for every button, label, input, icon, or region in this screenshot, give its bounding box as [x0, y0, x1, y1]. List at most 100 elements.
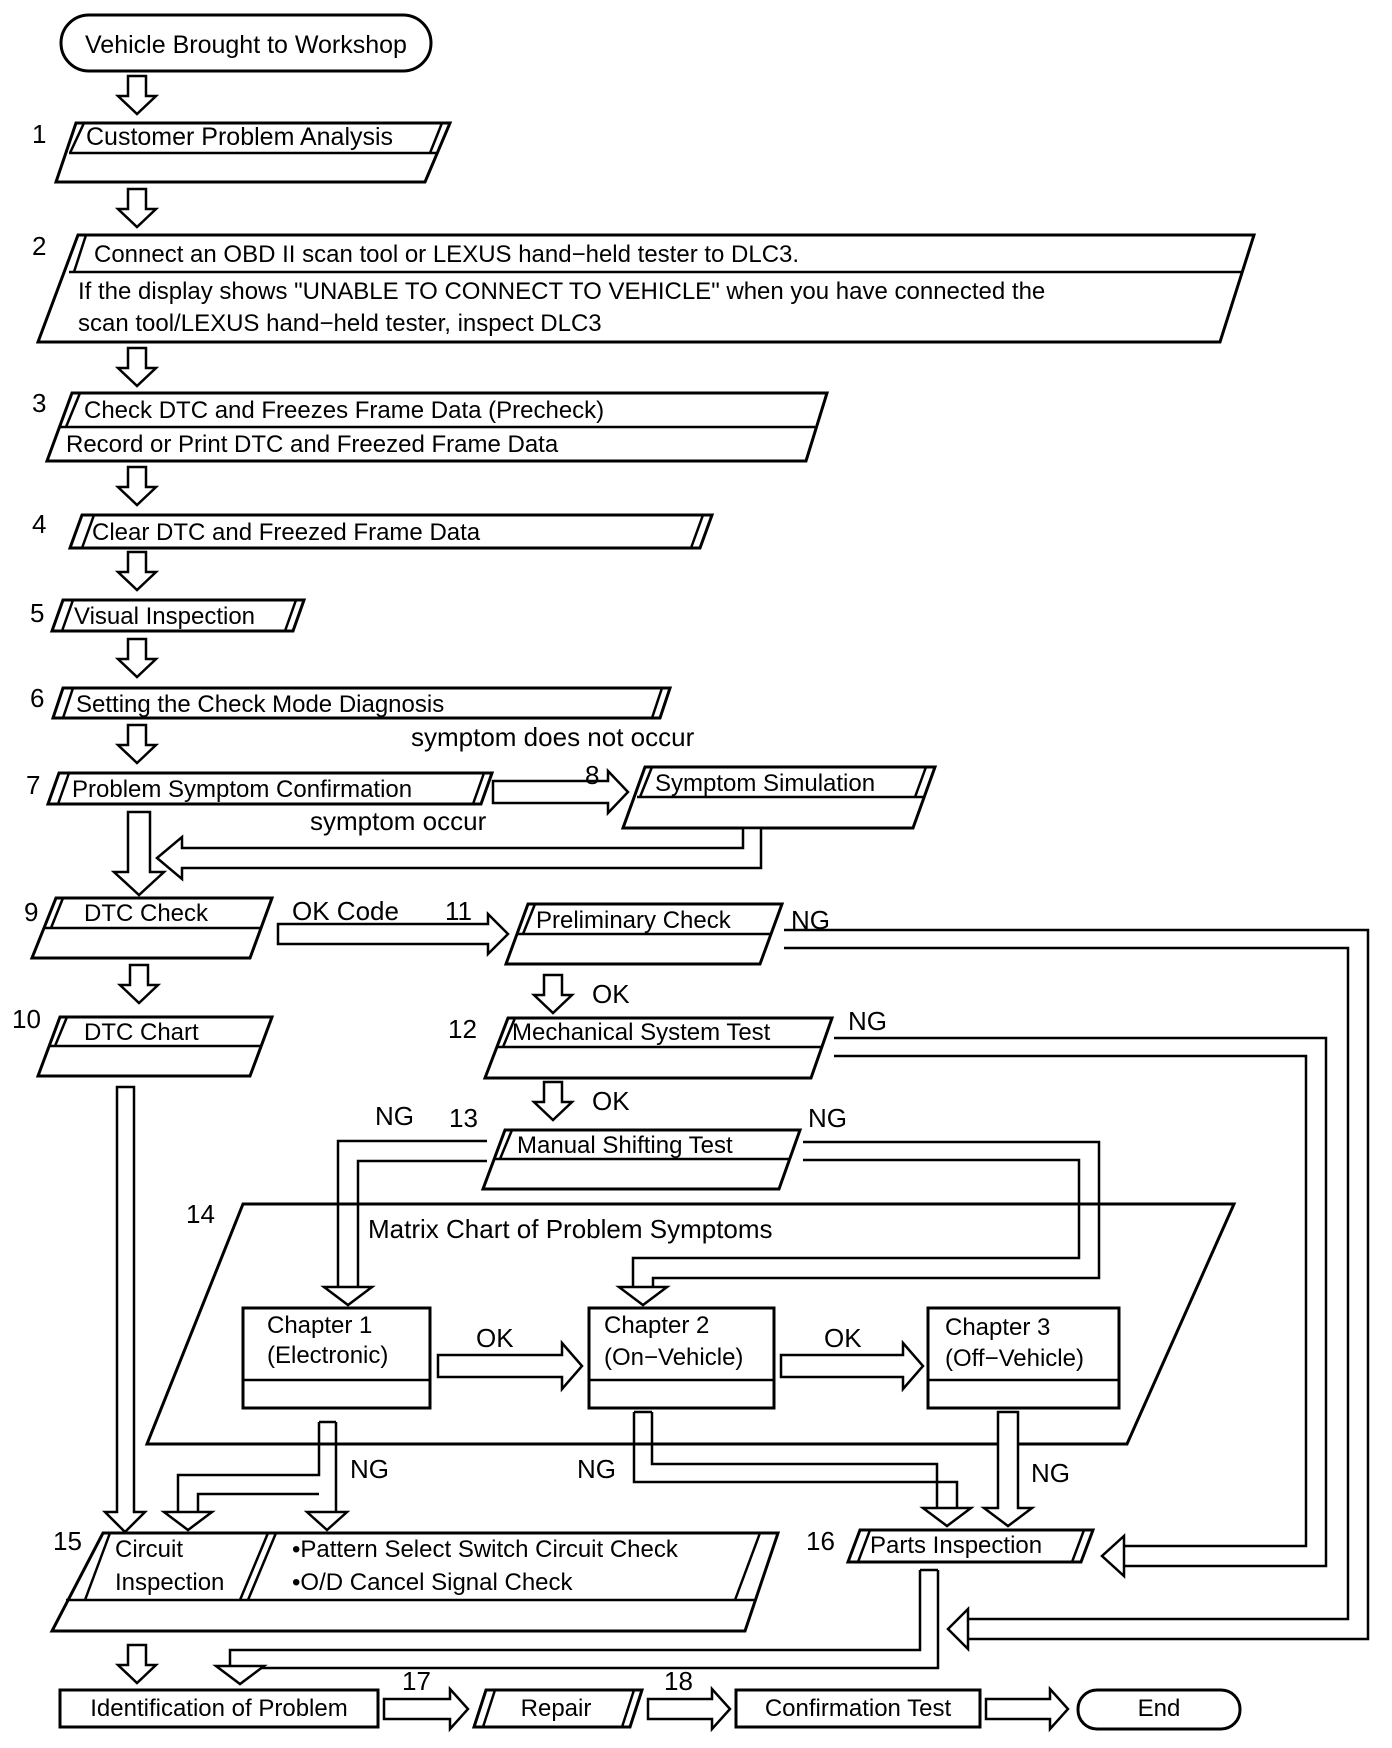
ok-arrow-ch2-to-ch3: [779, 1339, 925, 1393]
ng-pipe-11-outer: [784, 928, 1370, 1641]
ng-pipe-ch2-inner: [650, 1412, 939, 1508]
step-12-label: Mechanical System Test: [512, 1019, 771, 1046]
flow-arrow-9-to-11: [276, 910, 510, 958]
start-terminal: Vehicle Brought to Workshop: [59, 13, 433, 73]
step-4-label: Clear DTC and Freezed Frame Data: [92, 519, 481, 546]
step-13-box: Manual Shifting Test: [480, 1128, 803, 1191]
step-2-number: 2: [32, 231, 46, 261]
step-11-box: Preliminary Check: [503, 902, 785, 966]
flow-arrow-15-to-identification: [116, 1643, 158, 1685]
step-2-line3: scan tool/LEXUS hand−held tester, inspec…: [78, 310, 602, 337]
ok-code-label: OK Code: [292, 896, 399, 926]
ng-arrow-ch1-to-15: [160, 1510, 216, 1532]
step-6-number: 6: [30, 683, 44, 713]
step-14-number: 14: [186, 1199, 215, 1229]
flow-arrow-17: [382, 1685, 470, 1733]
flow-arrow: [116, 465, 158, 507]
step-9-label: DTC Check: [84, 900, 209, 927]
flow-arrow-7-to-8: [491, 767, 630, 817]
flow-arrow: [116, 187, 158, 229]
step-10-label: DTC Chart: [84, 1019, 199, 1046]
ng-label-12: NG: [848, 1006, 887, 1036]
step-17-number: 17: [402, 1666, 431, 1696]
step-10-number: 10: [12, 1004, 41, 1034]
ng-label-13-left: NG: [375, 1101, 414, 1131]
step-1-label: Customer Problem Analysis: [86, 123, 393, 151]
ng-arrow-12-head: [1100, 1533, 1126, 1579]
step-2-line1: Connect an OBD II scan tool or LEXUS han…: [94, 241, 799, 268]
ng-pipe-ch2-outer: [632, 1412, 959, 1508]
return-arrow-8-to-main: [155, 826, 763, 882]
step-7-label: Problem Symptom Confirmation: [72, 776, 412, 803]
step-12-number: 12: [448, 1014, 477, 1044]
step-13-label: Manual Shifting Test: [517, 1132, 733, 1159]
step-18-number: 18: [664, 1666, 693, 1696]
step-1-box: Customer Problem Analysis: [53, 121, 453, 184]
flow-arrow-to-end: [984, 1685, 1070, 1733]
ng-pipe-12-outer: [834, 1036, 1328, 1568]
ng-arrow-11-head: [946, 1605, 970, 1653]
ok-label-12: OK: [592, 1086, 630, 1116]
step-8-box: Symptom Simulation: [620, 765, 938, 830]
ng-pipe-11-inner: [784, 946, 1350, 1621]
step-3-line1: Check DTC and Freezes Frame Data (Preche…: [84, 397, 604, 424]
chapter-3-title: Chapter 3: [945, 1314, 1050, 1341]
ng-label-ch3: NG: [1031, 1458, 1070, 1488]
chapter-1-box: Chapter 1 (Electronic): [241, 1306, 432, 1410]
step-4-box: Clear DTC and Freezed Frame Data: [67, 513, 715, 550]
confirmation-test-box: Confirmation Test: [734, 1688, 982, 1729]
ng-arrow-ch3-to-16: [980, 1410, 1036, 1528]
ng-arrow-ch2-head: [919, 1506, 975, 1528]
flow-arrow-18: [646, 1685, 732, 1733]
step-5-box: Visual Inspection: [49, 598, 307, 633]
flow-arrow: [116, 550, 158, 592]
step-2-box: Connect an OBD II scan tool or LEXUS han…: [35, 233, 1257, 344]
step-7-box: Problem Symptom Confirmation: [45, 771, 495, 806]
flow-arrow-10-to-15: [101, 1085, 149, 1534]
identification-label: Identification of Problem: [90, 1695, 347, 1722]
chapter-1-title: Chapter 1: [267, 1312, 372, 1339]
confirmation-label: Confirmation Test: [765, 1695, 952, 1722]
arrow-16-head: [212, 1664, 268, 1686]
ng-label-ch2: NG: [577, 1454, 616, 1484]
step-8-number: 8: [585, 760, 599, 790]
step-9-box: DTC Check: [29, 896, 275, 960]
ng-arrow-ch1-to-checks: [303, 1510, 351, 1532]
chapter-2-box: Chapter 2 (On−Vehicle): [587, 1306, 776, 1410]
step-4-number: 4: [32, 509, 46, 539]
step-11-number: 11: [445, 896, 472, 926]
chapter-2-subtitle: (On−Vehicle): [604, 1344, 743, 1371]
step-12-box: Mechanical System Test: [482, 1016, 835, 1080]
step-3-line2: Record or Print DTC and Freezed Frame Da…: [66, 431, 559, 458]
flow-arrow-to-9: [110, 810, 168, 897]
start-label: Vehicle Brought to Workshop: [85, 31, 407, 59]
step-6-box: Setting the Check Mode Diagnosis: [50, 686, 673, 720]
step-3-number: 3: [32, 388, 46, 418]
step-10-box: DTC Chart: [35, 1015, 275, 1078]
ng-pipe-13-left-outer: [336, 1139, 487, 1287]
ng-pipe-ch1-a: [176, 1422, 321, 1512]
end-terminal: End: [1076, 1688, 1242, 1731]
chapter-2-title: Chapter 2: [604, 1312, 709, 1339]
ng-pipe-12-inner: [834, 1054, 1308, 1548]
step-16-box: Parts Inspection: [845, 1528, 1096, 1564]
flow-arrow: [116, 637, 158, 679]
ok-label-ch2: OK: [824, 1323, 862, 1353]
step-8-label: Symptom Simulation: [655, 770, 875, 797]
ok-label-ch1: OK: [476, 1323, 514, 1353]
flow-arrow: [118, 963, 160, 1005]
step-15-line2: Inspection: [115, 1569, 224, 1596]
ng-pipe-13-right-outer: [651, 1140, 1101, 1287]
step-2-line2: If the display shows "UNABLE TO CONNECT …: [78, 278, 1045, 305]
ok-label-11: OK: [592, 979, 630, 1009]
end-label: End: [1138, 1695, 1181, 1722]
flow-arrow: [116, 723, 158, 765]
ng-pipe-13-right-inner: [631, 1158, 1081, 1287]
ng-pipe-ch1-d: [196, 1492, 319, 1512]
step-7-number: 7: [26, 770, 40, 800]
step-15-number: 15: [53, 1526, 82, 1556]
step-16-number: 16: [806, 1526, 835, 1556]
ng-pipe-13-left-inner: [356, 1159, 487, 1287]
step-9-number: 9: [24, 897, 38, 927]
pipe-16-outer: [228, 1570, 922, 1666]
